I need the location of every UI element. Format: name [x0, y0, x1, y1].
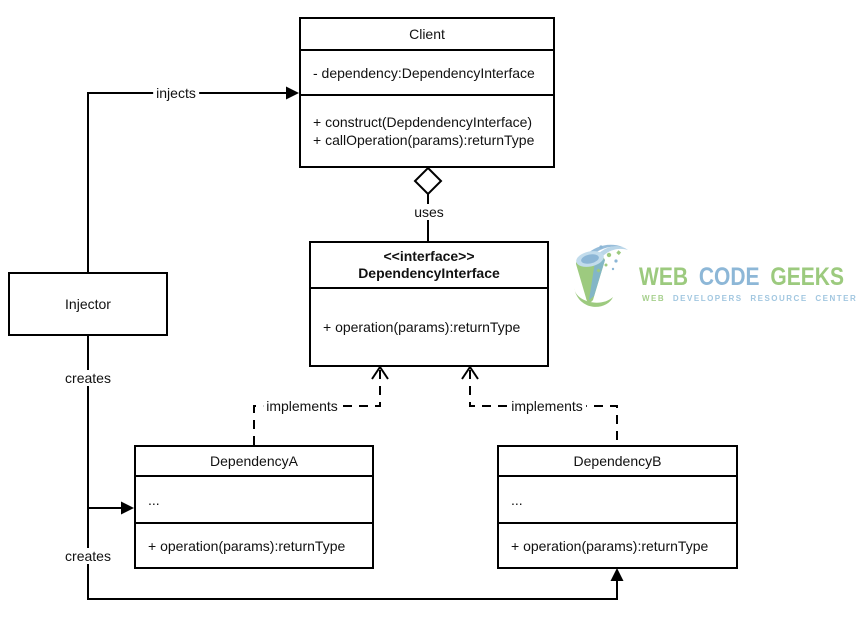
logo-tagline: WEB DEVELOPERS RESOURCE CENTER	[642, 294, 860, 303]
creates-edge-label-bottom: creates	[62, 548, 114, 564]
tagline-word-center: CENTER	[815, 294, 858, 303]
injector-class-box: Injector	[8, 272, 168, 336]
client-method-calloperation: + callOperation(params):returnType	[313, 132, 535, 148]
injector-class-title: Injector	[65, 296, 111, 312]
tagline-word-developers: DEVELOPERS	[672, 294, 743, 303]
implements-edge-label-right: implements	[508, 398, 586, 414]
dependency-b-attributes-section: ...	[499, 475, 736, 522]
injects-edge-label: injects	[153, 85, 199, 101]
dependency-a-attributes-section: ...	[136, 475, 372, 522]
dependency-b-method-operation: + operation(params):returnType	[511, 537, 709, 554]
tagline-word-resource: RESOURCE	[750, 294, 808, 303]
creates-edge-label-top: creates	[62, 370, 114, 386]
creates-a-arrowhead-icon	[121, 501, 134, 515]
interface-methods-section: + operation(params):returnType	[311, 287, 547, 365]
client-class-box: Client - dependency:DependencyInterface …	[299, 17, 555, 168]
dependency-interface-box: <<interface>> DependencyInterface + oper…	[309, 241, 549, 367]
uses-edge-label: uses	[411, 204, 447, 220]
creates-b-arrowhead-icon	[610, 568, 624, 581]
logo-word-code: CODE	[698, 263, 760, 291]
client-class-title: Client	[409, 26, 445, 42]
client-method-construct: + construct(DepdendencyInterface)	[313, 114, 533, 130]
logo-tornado-icon	[574, 244, 628, 307]
implements-b-arrowhead-icon	[461, 365, 479, 380]
logo-word-geeks: GEEKS	[770, 263, 844, 291]
dependency-b-title: DependencyB	[573, 453, 662, 469]
dependency-a-methods-section: + operation(params):returnType	[136, 522, 372, 567]
interface-method-operation: + operation(params):returnType	[323, 319, 521, 335]
client-attribute: - dependency:DependencyInterface	[313, 64, 535, 81]
dependency-a-class-box: DependencyA ... + operation(params):retu…	[134, 445, 374, 569]
web-code-geeks-logo: WEB CODE GEEKS WEB DEVELOPERS RESOURCE C…	[573, 238, 856, 316]
dependency-b-attribute-ellipsis: ...	[511, 491, 523, 508]
aggregation-diamond-icon	[413, 166, 443, 196]
dependency-b-methods-section: + operation(params):returnType	[499, 522, 736, 567]
implements-a-arrowhead-icon	[371, 365, 389, 380]
dependency-a-method-operation: + operation(params):returnType	[148, 537, 346, 554]
logo-word-web: WEB	[639, 263, 688, 291]
dependency-interface-title: DependencyInterface	[358, 265, 500, 281]
injects-arrowhead-icon	[286, 86, 299, 100]
injects-connector	[87, 92, 296, 272]
client-methods-section: + construct(DepdendencyInterface) + call…	[301, 94, 553, 166]
implements-b-connector	[469, 370, 618, 445]
creates-connector-bottom	[87, 336, 618, 600]
client-attributes-section: - dependency:DependencyInterface	[301, 49, 553, 94]
dependency-a-title: DependencyA	[210, 453, 298, 469]
interface-stereotype: <<interface>>	[383, 248, 475, 264]
logo-title: WEB CODE GEEKS	[639, 265, 849, 290]
tagline-word-web: WEB	[642, 294, 666, 303]
dependency-a-attribute-ellipsis: ...	[148, 491, 160, 508]
implements-edge-label-left: implements	[263, 398, 341, 414]
dependency-b-class-box: DependencyB ... + operation(params):retu…	[497, 445, 738, 569]
dependency-interface-header: <<interface>> DependencyInterface	[311, 243, 547, 287]
